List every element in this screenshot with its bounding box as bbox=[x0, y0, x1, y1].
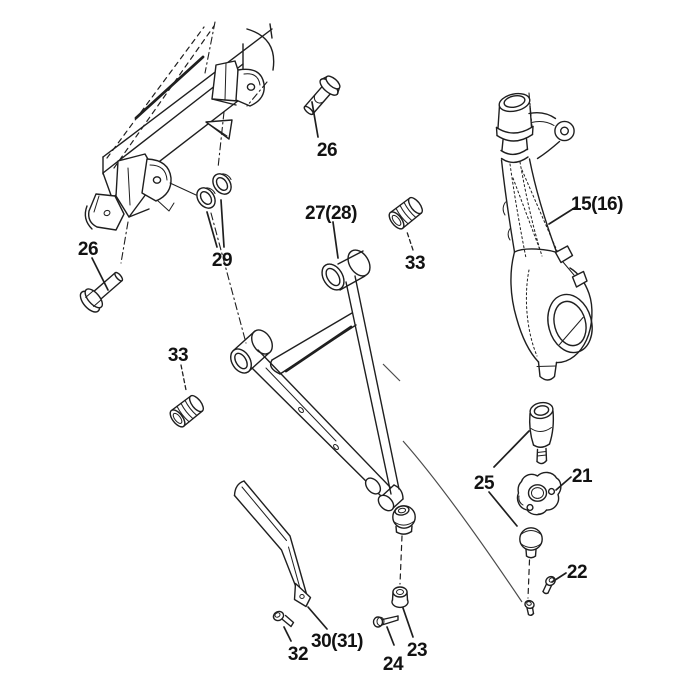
callout-33-lower: 33 bbox=[168, 345, 188, 366]
nut-23 bbox=[391, 586, 409, 609]
frame-bracket-upper bbox=[211, 60, 265, 107]
leader-lines bbox=[91, 101, 577, 646]
bolt-26-upper bbox=[303, 75, 341, 116]
bolt-24 bbox=[372, 615, 399, 628]
frame-gusset bbox=[205, 119, 233, 140]
callout-25: 25 bbox=[474, 473, 495, 494]
ball-joint-boot-25 bbox=[529, 401, 554, 465]
callout-27-28: 27(28) bbox=[305, 203, 357, 224]
frame-bracket-lower bbox=[115, 153, 175, 218]
callout-30-31: 30(31) bbox=[311, 631, 363, 652]
bolt-26-lower bbox=[79, 271, 124, 313]
screw-32 bbox=[272, 610, 295, 628]
frame-end-tabs bbox=[84, 193, 125, 231]
callout-24: 24 bbox=[383, 654, 404, 675]
callout-29: 29 bbox=[212, 250, 232, 271]
screw-small-bottom bbox=[524, 599, 535, 616]
ball-stud-ball-25 bbox=[519, 527, 543, 599]
screw-22 bbox=[542, 575, 556, 595]
callout-labels: 26 26 29 27(28) 33 33 15(16) 25 21 22 23… bbox=[78, 140, 624, 675]
a-arm bbox=[230, 249, 400, 501]
bushing-33-upper bbox=[388, 196, 423, 230]
callout-21: 21 bbox=[572, 466, 593, 487]
callout-23: 23 bbox=[407, 640, 427, 661]
bushing-33-lower bbox=[169, 394, 204, 428]
callout-26-upper: 26 bbox=[317, 140, 337, 161]
assembly-centerlines bbox=[120, 81, 268, 344]
callout-22: 22 bbox=[567, 562, 587, 583]
callout-15-16: 15(16) bbox=[571, 194, 623, 215]
retainer-plate-21 bbox=[516, 471, 562, 516]
washers-29 bbox=[196, 173, 232, 209]
knuckle-15-16 bbox=[495, 92, 593, 381]
guard-30-31 bbox=[233, 480, 312, 608]
callout-26-lower: 26 bbox=[78, 239, 98, 260]
callout-32: 32 bbox=[288, 644, 308, 665]
ball-joint-apex bbox=[377, 484, 416, 585]
callout-33-upper: 33 bbox=[405, 253, 425, 274]
